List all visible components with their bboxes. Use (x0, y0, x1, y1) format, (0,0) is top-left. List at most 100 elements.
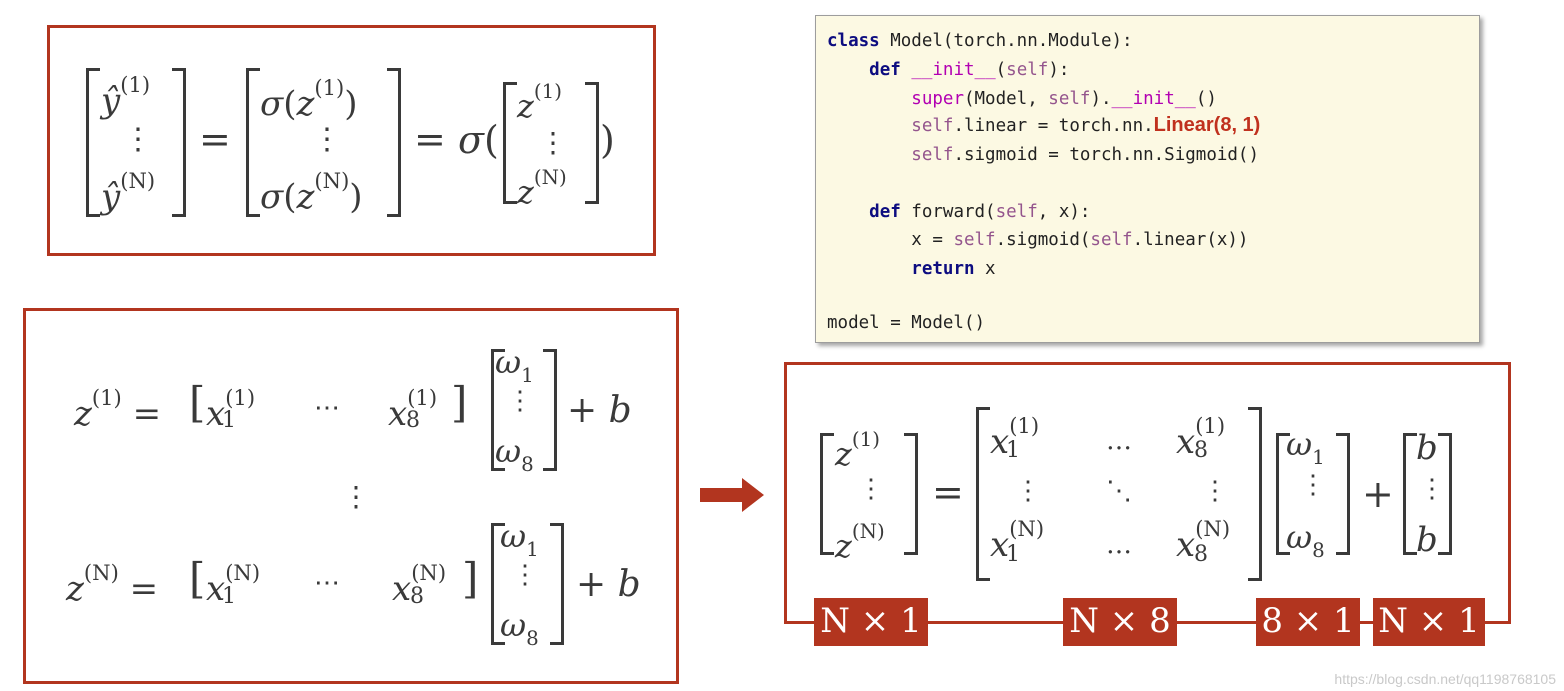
omega-1-top: ω1 (495, 343, 534, 387)
omega-vector-N-right-bracket (550, 523, 564, 645)
rowN-close-bracket: ] (462, 554, 479, 603)
omega-vector-1-left-bracket (491, 349, 505, 471)
mx-right-bracket (1248, 407, 1262, 581)
row1-close-bracket: ] (451, 378, 468, 427)
plus-b-N: + b (576, 564, 641, 605)
mx-18: x(1) (1176, 413, 1226, 463)
mz-1: z(1) (835, 428, 880, 473)
rows-vdots: ⋮ (342, 480, 370, 513)
z-1-lhs: z(1) = (74, 385, 162, 435)
code-line-8: x = self.sigmoid(self.linear(x)) (827, 230, 1249, 250)
omega-vdots-1: ⋮ (507, 386, 533, 416)
mx-col1-vdots: ⋮ (1015, 476, 1041, 506)
matrix-equation-box (784, 362, 1511, 624)
code-line-9: return x (911, 259, 996, 279)
mx-rowN-ellipsis: … (1106, 530, 1132, 560)
omega-vector-1-right-bracket (543, 349, 557, 471)
sigma-close-paren: ) (600, 118, 615, 162)
x1-1-sub: 1 (222, 408, 236, 433)
mw-1: ω1 (1286, 425, 1325, 469)
linear-highlight: Linear(8, 1) (1153, 114, 1261, 136)
code-line-7: def forward(self, x): (869, 202, 1091, 222)
row1-cdots: ⋯ (314, 393, 340, 423)
mb-right-bracket (1438, 433, 1452, 555)
y-hat-1: ŷ(1) (101, 72, 151, 122)
mw-left-bracket (1276, 433, 1290, 555)
plus-b-1: + b (567, 390, 632, 431)
linear-equations-box (23, 308, 679, 684)
mx-11-sub: 1 (1006, 438, 1020, 463)
mw-8: ω8 (1286, 518, 1325, 562)
mw-right-bracket (1336, 433, 1350, 555)
omega-8-top: ω8 (495, 432, 534, 476)
x8-N: x(N) (392, 560, 447, 610)
sigma-outer: σ( (458, 118, 499, 162)
code-line-4: self.linear = torch.nn.Linear(8, 1) (911, 114, 1261, 136)
y-vdots: ⋮ (123, 122, 153, 157)
mx-18-sub: 8 (1194, 438, 1208, 463)
m-equals: = (932, 470, 964, 514)
y-vector-left-bracket (86, 68, 100, 217)
rowN-cdots: ⋯ (314, 568, 340, 598)
mx-ddots: ⋱ (1106, 476, 1132, 506)
omega-1-bottom: ω1 (500, 517, 539, 561)
m-plus: + (1362, 472, 1394, 516)
z-vector-left-bracket (503, 82, 517, 204)
mb-left-bracket (1403, 433, 1417, 555)
mx-N1: x(N) (990, 516, 1045, 566)
dim-tag-b: N × 1 (1373, 598, 1485, 646)
code-line-1: class Model(torch.nn.Module): (827, 31, 1133, 51)
mb-N: b (1416, 520, 1438, 560)
code-line-11: model = Model() (827, 313, 986, 333)
x1-N: x(N) (206, 560, 261, 610)
omega-vector-N-left-bracket (491, 523, 505, 645)
rowN-open-bracket: [ (189, 554, 206, 603)
sigmoid-equation-box (47, 25, 656, 256)
right-arrow-icon (700, 478, 764, 512)
mw-vdots: ⋮ (1300, 470, 1326, 500)
x1-N-sub: 1 (222, 584, 236, 609)
z-N-lhs: z(N) = (66, 560, 159, 610)
z-N: z(N) (517, 166, 567, 211)
x8-1: x(1) (388, 385, 438, 435)
sigma-z-N: σ(z(N)) (260, 168, 363, 218)
z-vector-right-bracket (585, 82, 599, 204)
sigma-vector-right-bracket (387, 68, 401, 217)
mx-col8-vdots: ⋮ (1202, 476, 1228, 506)
mz-N: z(N) (835, 520, 885, 565)
dim-tag-w: 8 × 1 (1256, 598, 1360, 646)
mx-N8: x(N) (1176, 516, 1231, 566)
mz-vdots: ⋮ (858, 474, 884, 504)
mx-N1-sub: 1 (1006, 542, 1020, 567)
code-block: class Model(torch.nn.Module): def __init… (815, 15, 1480, 343)
mb-vdots: ⋮ (1419, 474, 1445, 504)
code-line-3: super(Model, self).__init__() (911, 89, 1217, 109)
row1-open-bracket: [ (189, 378, 206, 427)
watermark: https://blog.csdn.net/qq1198768105 (1334, 671, 1556, 687)
mz-right-bracket (904, 433, 918, 555)
mx-left-bracket (976, 407, 990, 581)
mx-row1-ellipsis: … (1106, 426, 1132, 456)
y-hat-N: ŷ(N) (101, 168, 156, 218)
code-line-2: def __init__(self): (869, 60, 1070, 80)
dim-tag-z: N × 1 (814, 598, 928, 646)
z-1: z(1) (517, 80, 562, 125)
z-vdots: ⋮ (539, 126, 567, 159)
y-vector-right-bracket (172, 68, 186, 217)
mx-N8-sub: 8 (1194, 542, 1208, 567)
x8-1-sub: 8 (406, 408, 420, 433)
sigma-vdots: ⋮ (312, 122, 342, 157)
x8-N-sub: 8 (410, 584, 424, 609)
sigma-z-1: σ(z(1)) (260, 75, 358, 125)
equals-2: = (414, 117, 446, 161)
code-line-5: self.sigmoid = torch.nn.Sigmoid() (911, 145, 1259, 165)
omega-vdots-N: ⋮ (512, 560, 538, 590)
omega-8-bottom: ω8 (500, 606, 539, 650)
sigma-vector-left-bracket (246, 68, 260, 217)
mb-1: b (1416, 428, 1438, 468)
mx-11: x(1) (990, 413, 1040, 463)
x1-1: x(1) (206, 385, 256, 435)
equals-1: = (199, 117, 231, 161)
mz-left-bracket (820, 433, 834, 555)
